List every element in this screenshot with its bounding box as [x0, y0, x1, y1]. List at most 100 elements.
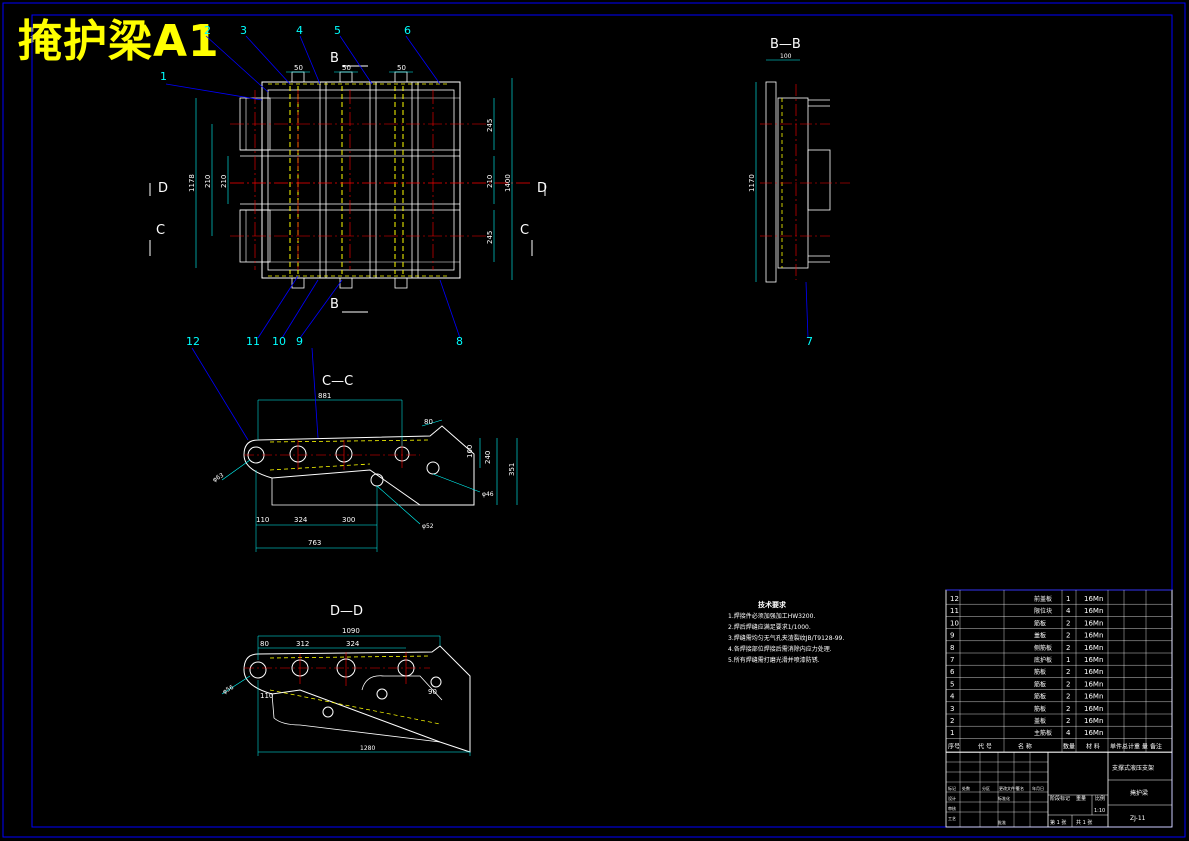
section-mark-b-top: B: [330, 51, 339, 66]
bom-row-name: 筋板: [1034, 705, 1046, 713]
section-dd-label: D—D: [330, 604, 363, 619]
bom-row-no: 12: [950, 595, 959, 603]
bom-row-qty: 4: [1066, 729, 1071, 737]
section-mark-b-bottom: B: [330, 297, 339, 312]
bom-row-name: 限位块: [1034, 607, 1052, 615]
bom-header-cell: 名 称: [1018, 742, 1032, 750]
balloon-4: 4: [296, 24, 303, 37]
bom-row-material: 16Mn: [1084, 680, 1103, 688]
section-cc: C—C 881 80 160 240 351: [186, 335, 518, 552]
cc-phi-63: φ63: [212, 472, 226, 484]
dd-dim-80: 80: [260, 640, 269, 648]
bom-row-material: 16Mn: [1084, 729, 1103, 737]
title-part-name: 掩护梁: [1130, 789, 1148, 797]
bom-row-qty: 2: [1066, 705, 1070, 713]
technical-notes: 技术要求 1.焊接件必须加强加工HW3200. 2.焊后焊缝应满足要求1/100…: [728, 600, 844, 666]
top-view-outline: [261, 81, 461, 279]
dd-dim-90: 90: [428, 688, 437, 696]
drawing-title: 掩护梁A1: [18, 16, 220, 67]
balloon-2: 2: [204, 24, 211, 37]
bom-row-name: 盖板: [1034, 632, 1046, 640]
bom-header-cell: 序号: [948, 742, 960, 750]
bom-row-no: 9: [950, 632, 954, 640]
bom-row-no: 8: [950, 644, 954, 652]
bom-row-no: 4: [950, 693, 955, 701]
bom-row-qty: 1: [1066, 595, 1070, 603]
cc-phi-46: φ46: [482, 491, 494, 498]
title-process: 工艺: [948, 816, 956, 821]
section-mark-d-right: D: [537, 181, 547, 196]
technical-note-4: 4.各焊接部位焊接后需消除内应力处理.: [728, 646, 832, 653]
balloon-3: 3: [240, 24, 247, 37]
inner-frame: [31, 14, 1173, 828]
balloon-10: 10: [272, 335, 286, 348]
technical-note-3: 3.焊缝需均匀无气孔夹渣裂纹JB/T9128-99.: [728, 635, 845, 642]
dim-1400: 1400: [504, 174, 512, 192]
section-cc-label: C—C: [322, 374, 353, 389]
bom-row-material: 16Mn: [1084, 607, 1103, 615]
section-dd: D—D 1090 80 312 324 110 90 1280 φ56: [222, 604, 471, 756]
dd-phi-56: φ56: [222, 684, 236, 696]
cc-dim-763: 763: [308, 539, 321, 547]
balloon-7: 7: [806, 335, 813, 348]
dim-50-c: 50: [397, 64, 406, 72]
title-std: 标准化: [998, 795, 1010, 801]
title-date: 年月日: [1032, 785, 1044, 791]
bom-row-qty: 2: [1066, 680, 1070, 688]
technical-note-5: 5.所有焊缝需打磨光滑并喷漆防锈.: [728, 657, 820, 664]
cc-phi-52: φ52: [422, 523, 434, 530]
bom-row-material: 16Mn: [1084, 668, 1103, 676]
title-block: 支撑式液压支架 掩护梁 ZJ-11 阶段标记 重量 比例 1:10 第 1 张 …: [946, 751, 1172, 827]
cc-dim-351: 351: [508, 463, 516, 476]
bom-row-name: 主筋板: [1034, 729, 1052, 737]
dim-label-left: 210: [220, 175, 228, 188]
bom-row-name: 筋板: [1034, 619, 1046, 627]
dd-dim-1280: 1280: [360, 745, 375, 752]
bom-header-cell: 数量: [1063, 742, 1075, 750]
title-sign: 签名: [1016, 785, 1024, 791]
dd-dim-312: 312: [296, 640, 309, 648]
bom-row-qty: 2: [1066, 717, 1070, 725]
balloon-5: 5: [334, 24, 341, 37]
dim-50-b: 50: [342, 64, 351, 72]
section-mark-d-left: D: [158, 181, 168, 196]
title-scale: 1:10: [1094, 808, 1105, 814]
title-zone: 分区: [982, 785, 990, 791]
bom-header-cell: 单件总计重 量: [1110, 742, 1148, 750]
dim-50-a: 50: [294, 64, 303, 72]
technical-note-1: 1.焊接件必须加强加工HW3200.: [728, 613, 816, 620]
section-bb-label: B—B: [770, 37, 801, 52]
bom-row-qty: 1: [1066, 656, 1070, 664]
dd-dim-324: 324: [346, 640, 360, 648]
bom-header-cell: 代 号: [978, 742, 992, 750]
bom-row-no: 11: [950, 607, 959, 615]
bom-header-cell: 材 料: [1086, 742, 1100, 750]
balloon-6: 6: [404, 24, 411, 37]
dd-dim-110: 110: [260, 692, 273, 700]
bom-row-qty: 2: [1066, 668, 1070, 676]
bom-row-material: 16Mn: [1084, 656, 1103, 664]
title-total: 共 1 张: [1076, 819, 1092, 826]
section-mark-c-right: C: [520, 223, 529, 238]
dd-dim-1090: 1090: [342, 627, 360, 635]
title-doc: 更改文件号: [999, 785, 1019, 791]
cc-dim-881: 881: [318, 392, 331, 400]
title-drawing-no: ZJ-11: [1130, 815, 1146, 822]
bom-row-qty: 4: [1066, 607, 1071, 615]
bom-row-material: 16Mn: [1084, 632, 1103, 640]
title-ratio: 比例: [1095, 795, 1105, 802]
bom-row-material: 16Mn: [1084, 705, 1103, 713]
bom-row-material: 16Mn: [1084, 619, 1103, 627]
title-count: 处数: [962, 785, 970, 791]
bom-row-no: 3: [950, 705, 954, 713]
dim-210-left: 210: [204, 175, 212, 188]
balloon-9: 9: [296, 335, 303, 348]
title-approve: 批准: [998, 819, 1006, 825]
bom-row-name: 筋板: [1034, 680, 1046, 688]
dim-210-right: 210: [486, 175, 494, 188]
cc-dim-324: 324: [294, 516, 308, 524]
bom-row-no: 6: [950, 668, 955, 676]
